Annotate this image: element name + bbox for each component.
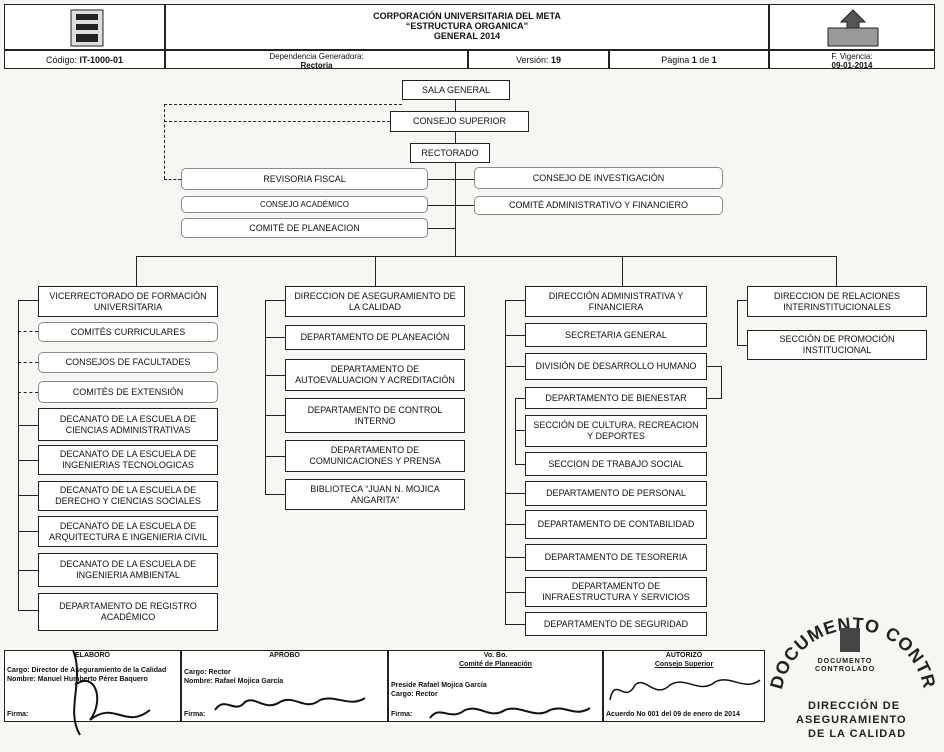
elaboro-title: ELABORÓ: [75, 652, 110, 659]
dependency-cell: Dependencia Generadora: Rectoria: [165, 50, 468, 70]
col3-item-0: SECRETARIA GENERAL: [525, 323, 707, 347]
rectorado-box: RECTORADO: [410, 143, 490, 163]
header-title-3: GENERAL 2014: [433, 31, 501, 41]
col3-head: DIRECCIÓN ADMINISTRATIVA Y FINANCIERA: [525, 286, 707, 317]
footer-vobo: Vo. Bo. Comité de Planeación Preside Raf…: [388, 650, 603, 722]
page-total: 1: [711, 54, 717, 65]
header-seal-cell: [769, 4, 935, 50]
comite-planeacion-box: COMITÉ DE PLANEACION: [181, 218, 428, 238]
col3-item-5: DEPARTAMENTO DE PERSONAL: [525, 481, 707, 506]
autorizo-acuerdo: Acuerdo No 001 del 09 de enero de 2014: [606, 711, 740, 718]
col1-item-6: DECANATO DE LA ESCUELA DE ARQUITECTURA E…: [38, 516, 218, 547]
vobo-title: Vo. Bo.: [483, 652, 508, 659]
consejo-superior-box: CONSEJO SUPERIOR: [390, 111, 529, 132]
consejo-academico-box: CONSEJO ACADÉMICO: [181, 196, 428, 213]
code-label: Código:: [45, 54, 77, 65]
col3-item-3: SECCIÓN DE CULTURA, RECREACION Y DEPORTE…: [525, 415, 707, 447]
page-cell: Página 1 de 1: [609, 50, 769, 69]
vobo-preside: Preside Rafael Mojica García: [391, 682, 487, 689]
footer-autorizo: AUTORIZÓ Consejo Superior Acuerdo No 001…: [603, 650, 765, 722]
dependency-label: Dependencia Generadora:: [269, 52, 364, 61]
col1-item-2: COMITÉS DE EXTENSIÓN: [38, 381, 218, 403]
version-label: Versión:: [515, 54, 549, 65]
vobo-sub: Comité de Planeación: [459, 661, 532, 668]
version-value: 19: [551, 54, 562, 65]
vobo-cargo: Cargo: Rector: [391, 691, 438, 698]
aprobo-firma: Firma:: [184, 711, 206, 718]
stamp-dept-1: DIRECCIÓN DE: [808, 700, 901, 712]
signature-aprobo: [214, 697, 366, 711]
validity-label: F. Vigencia:: [831, 52, 873, 61]
vobo-firma: Firma:: [391, 711, 413, 718]
col4-head: DIRECCION DE RELACIONES INTERINSTITUCION…: [747, 286, 927, 317]
col3-item-2: DEPARTAMENTO DE BIENESTAR: [525, 387, 707, 409]
col3-item-1: DIVISIÓN DE DESARROLLO HUMANO: [525, 353, 707, 380]
consejo-investigacion-box: CONSEJO DE INVESTIGACIÓN: [474, 167, 723, 189]
col3-item-9: DEPARTAMENTO DE SEGURIDAD: [525, 612, 707, 636]
col3-item-4: SECCION DE TRABAJO SOCIAL: [525, 452, 707, 476]
dependency-value: Rectoria: [300, 61, 333, 70]
signature-autorizo: [609, 679, 761, 701]
col1-item-0: COMITÉS CURRICULARES: [38, 322, 218, 342]
signature-elaboro: [72, 649, 151, 736]
page-of: de: [699, 54, 710, 65]
code-value: IT-1000-01: [79, 54, 124, 65]
footer-elaboro: ELABORÓ Cargo: Director de Aseguramiento…: [4, 650, 181, 722]
col2-item-4: BIBLIOTECA “JUAN N. MOJICA ANGARITA”: [285, 479, 465, 510]
signature-vobo: [429, 707, 591, 719]
elaboro-cargo: Cargo: Director de Aseguramiento de la C…: [7, 667, 167, 674]
aprobo-title: APROBÓ: [269, 652, 300, 659]
col3-item-6: DEPARTAMENTO DE CONTABILIDAD: [525, 510, 707, 539]
col1-item-1: CONSEJOS DE FACULTADES: [38, 352, 218, 373]
stamp-inner-text: DOCUMENTO CONTROLADO: [815, 658, 876, 673]
col1-head: VICERRECTORADO DE FORMACIÓN UNIVERSITARI…: [38, 286, 218, 317]
col2-item-2: DEPARTAMENTO DE CONTROL INTERNO: [285, 398, 465, 433]
validity-value: 09-01-2014: [831, 61, 873, 70]
university-logo: [70, 9, 104, 47]
controlled-document-stamp: DOCUMENTO CONTROLADO: [762, 590, 939, 691]
col2-item-0: DEPARTAMENTO DE PLANEACIÓN: [285, 325, 465, 350]
col3-item-8: DEPARTAMENTO DE INFRAESTRUCTURA Y SERVIC…: [525, 577, 707, 607]
aprobo-cargo: Cargo: Rector: [184, 669, 231, 676]
header-title-cell: CORPORACIÓN UNIVERSITARIA DEL META “ESTR…: [165, 4, 769, 50]
col1-item-7: DECANATO DE LA ESCUELA DE INGENIERIA AMB…: [38, 553, 218, 587]
elaboro-firma: Firma:: [7, 711, 29, 718]
col4-item-0: SECCIÓN DE PROMOCIÓN INSTITUCIONAL: [747, 330, 927, 360]
code-cell: Código: IT-1000-01: [4, 50, 165, 69]
autorizo-sub: Consejo Superior: [654, 661, 714, 668]
page-label: Página: [661, 54, 690, 65]
col1-item-4: DECANATO DE LA ESCUELA DE INGENIERIAS TE…: [38, 445, 218, 475]
revisoria-fiscal-box: REVISORIA FISCAL: [181, 168, 428, 190]
seal-logo: [827, 9, 879, 47]
stamp-dept-3: DE LA CALIDAD: [808, 728, 907, 740]
col3-item-7: DEPARTAMENTO DE TESORERIA: [525, 544, 707, 571]
col1-item-3: DECANATO DE LA ESCUELA DE CIENCIAS ADMIN…: [38, 408, 218, 441]
version-cell: Versión: 19: [468, 50, 609, 69]
comite-administrativo-box: COMITÉ ADMINISTRATIVO Y FINANCIERO: [474, 196, 723, 215]
col1-item-8: DEPARTAMENTO DE REGISTRO ACADÉMICO: [38, 593, 218, 631]
header-logo-cell: [4, 4, 165, 50]
footer-aprobo: APROBÓ Cargo: Rector Nombre: Rafael Moji…: [181, 650, 388, 722]
col1-item-5: DECANATO DE LA ESCUELA DE DERECHO Y CIEN…: [38, 481, 218, 511]
header-title-1: CORPORACIÓN UNIVERSITARIA DEL META: [373, 11, 561, 21]
autorizo-title: AUTORIZÓ: [665, 652, 703, 659]
page-current: 1: [691, 54, 697, 65]
header-title-2: “ESTRUCTURA ORGANICA”: [405, 21, 529, 31]
sala-general-box: SALA GENERAL: [402, 80, 510, 100]
aprobo-nombre: Nombre: Rafael Mojica García: [184, 678, 284, 685]
col2-item-3: DEPARTAMENTO DE COMUNICACIONES Y PRENSA: [285, 440, 465, 472]
col2-item-1: DEPARTAMENTO DE AUTOEVALUACION Y ACREDIT…: [285, 359, 465, 391]
stamp-dept-2: ASEGURAMIENTO: [796, 714, 907, 726]
validity-cell: F. Vigencia: 09-01-2014: [769, 50, 935, 70]
col2-head: DIRECCION DE ASEGURAMIENTO DE LA CALIDAD: [285, 286, 465, 317]
